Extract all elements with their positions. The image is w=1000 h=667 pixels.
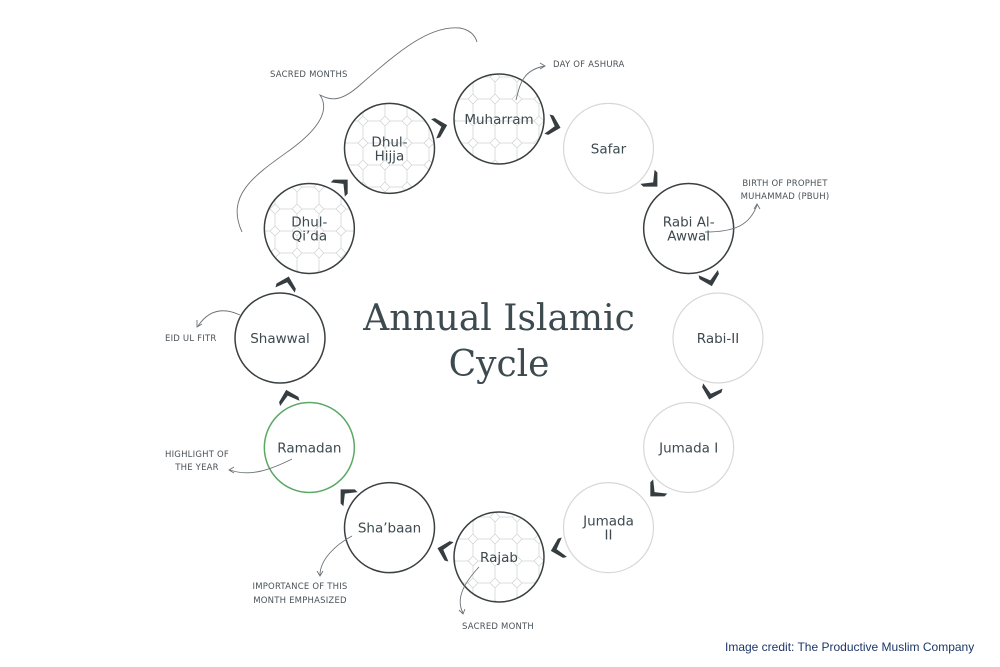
month-label: Awwal <box>667 229 710 245</box>
image-credit: Image credit: The Productive Muslim Comp… <box>725 640 975 654</box>
month-label: Safar <box>591 141 627 157</box>
title-line-1: Annual Islamic <box>362 298 634 339</box>
highlight-arrow <box>229 458 293 474</box>
month-label: Muharram <box>464 112 533 128</box>
note-ashura: DAY OF ASHURA <box>553 60 625 70</box>
month-shawwal: Shawwal <box>234 292 326 384</box>
chevron-icon <box>275 276 296 293</box>
month-label: II <box>605 528 613 544</box>
month-circle <box>562 482 655 574</box>
month-circle <box>453 511 545 603</box>
month-circle <box>263 182 356 275</box>
month-jumada-i: Jumada I <box>643 401 735 494</box>
month-label: Qi’da <box>292 229 328 245</box>
chevron-icon <box>279 389 300 406</box>
note-highlight-2: THE YEAR <box>174 463 219 473</box>
chevron-icon <box>550 537 567 558</box>
month-dhul-qi-da: Dhul-Qi’da <box>263 182 356 275</box>
month-circle <box>263 401 356 494</box>
month-label: Dhul- <box>291 215 327 231</box>
month-label: Rabi-II <box>697 331 740 347</box>
chevron-icon <box>650 479 668 497</box>
chevron-icon <box>698 270 719 287</box>
note-importance-1: IMPORTANCE OF THIS <box>252 582 347 592</box>
importance-arrow <box>319 535 353 576</box>
sacred-month-arrow <box>459 566 480 614</box>
month-label: Sha’baan <box>358 521 421 537</box>
note-birth-2: MUHAMMAD (PBUH) <box>741 192 830 202</box>
month-label: Shawwal <box>250 331 310 347</box>
chevron-icon <box>330 179 348 197</box>
month-label: Jumada <box>582 514 634 530</box>
month-circle <box>672 292 764 384</box>
month-dhul-hijja: Dhul-Hijja <box>343 102 436 195</box>
eid-arrow <box>197 310 241 327</box>
note-importance-2: MONTH EMPHASIZED <box>253 596 347 606</box>
chevron-icon <box>340 489 358 507</box>
title-line-2: Cycle <box>449 344 550 385</box>
note-birth-1: BIRTH OF PROPHET <box>742 179 828 189</box>
month-rajab: Rajab <box>453 511 545 603</box>
month-circle <box>562 102 655 194</box>
chevron-icon <box>640 169 658 187</box>
month-label: Rabi Al- <box>663 215 715 231</box>
month-circle <box>343 481 436 574</box>
month-label: Rajab <box>480 550 518 566</box>
month-circle <box>643 401 735 494</box>
note-eid: EID UL FITR <box>165 334 216 344</box>
ashura-arrow <box>515 65 546 101</box>
month-circle <box>343 102 436 195</box>
note-highlight-1: HIGHLIGHT OF <box>165 450 229 460</box>
month-label: Dhul- <box>371 134 407 150</box>
month-circle <box>234 292 326 384</box>
month-muharram: Muharram <box>453 73 545 165</box>
chevron-icon <box>437 541 454 562</box>
chevrons <box>275 114 723 562</box>
note-sacred-months: SACRED MONTHS <box>270 70 348 80</box>
month-rabi-ii: Rabi-II <box>672 292 764 384</box>
month-label: Hijja <box>375 148 405 164</box>
month-safar: Safar <box>562 102 655 194</box>
month-rabi-al-awwal: Rabi Al-Awwal <box>642 182 735 275</box>
month-ramadan: Ramadan <box>263 401 356 494</box>
chevron-icon <box>544 114 561 135</box>
chevron-icon <box>431 118 448 139</box>
birth-arrow <box>704 204 758 233</box>
month-circle <box>453 73 545 165</box>
note-sacred-month: SACRED MONTH <box>462 622 534 632</box>
month-sha-baan: Sha’baan <box>343 481 436 574</box>
chevron-icon <box>702 383 723 400</box>
month-label: Jumada I <box>658 441 718 457</box>
sacred-months-bracket <box>236 27 478 233</box>
month-label: Ramadan <box>277 441 341 457</box>
